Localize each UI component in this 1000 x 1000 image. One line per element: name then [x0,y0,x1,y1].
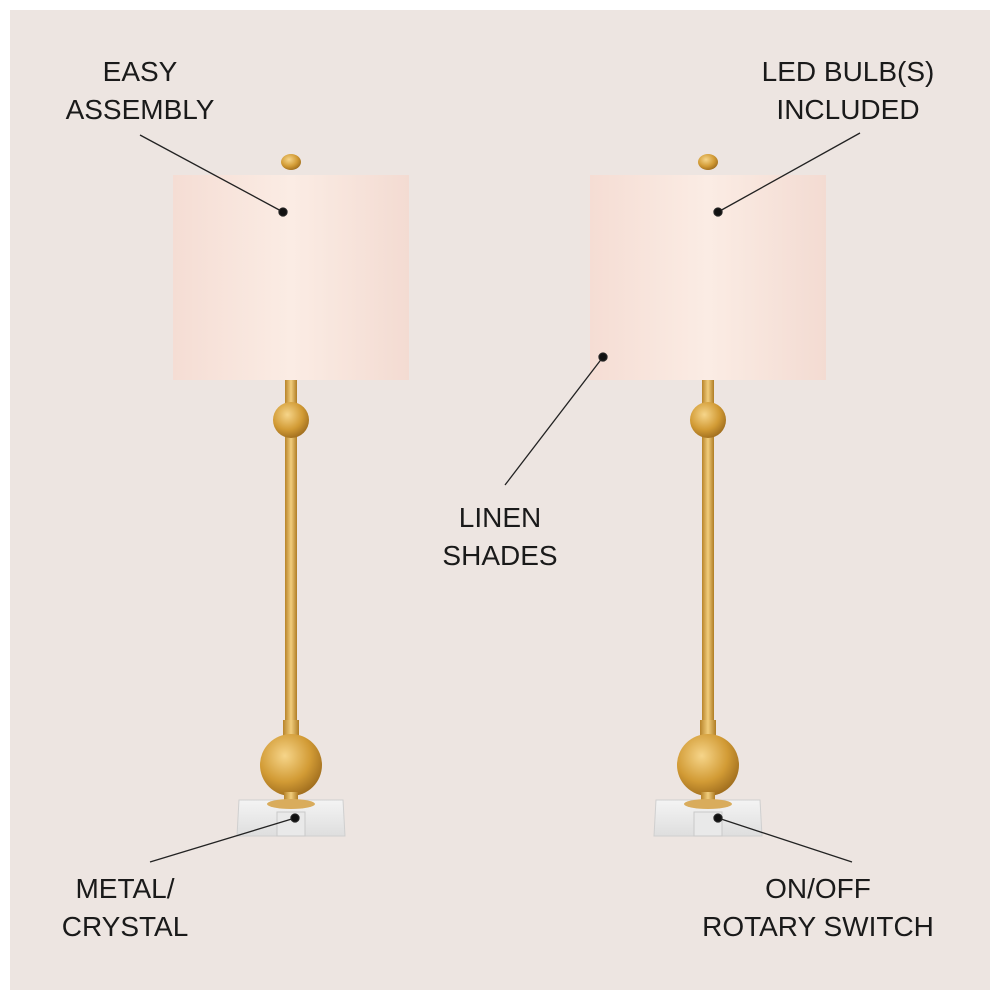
callout-text: EASY [102,56,178,87]
callout-text: INCLUDED [776,94,920,125]
background-panel [10,10,990,990]
callout-easy-assembly: EASY ASSEMBLY [66,53,215,129]
callout-linen-shades: LINEN SHADES [442,499,557,575]
callout-text: LED BULB(S) [761,56,935,87]
callout-text: ASSEMBLY [65,94,215,125]
callout-metal-crystal: METAL/ CRYSTAL [62,870,189,946]
callout-text: LINEN [458,502,542,533]
callout-text: CRYSTAL [61,911,189,942]
right-lamp [589,153,827,837]
callout-text: SHADES [442,540,558,571]
callout-lines [139,132,861,863]
callout-led-bulbs: LED BULB(S) INCLUDED [762,53,935,129]
callout-text: METAL/ [75,873,175,904]
callout-text: ROTARY SWITCH [702,911,934,942]
left-lamp [172,153,410,837]
callout-text: ON/OFF [765,873,871,904]
callout-rotary-switch: ON/OFF ROTARY SWITCH [702,870,934,946]
